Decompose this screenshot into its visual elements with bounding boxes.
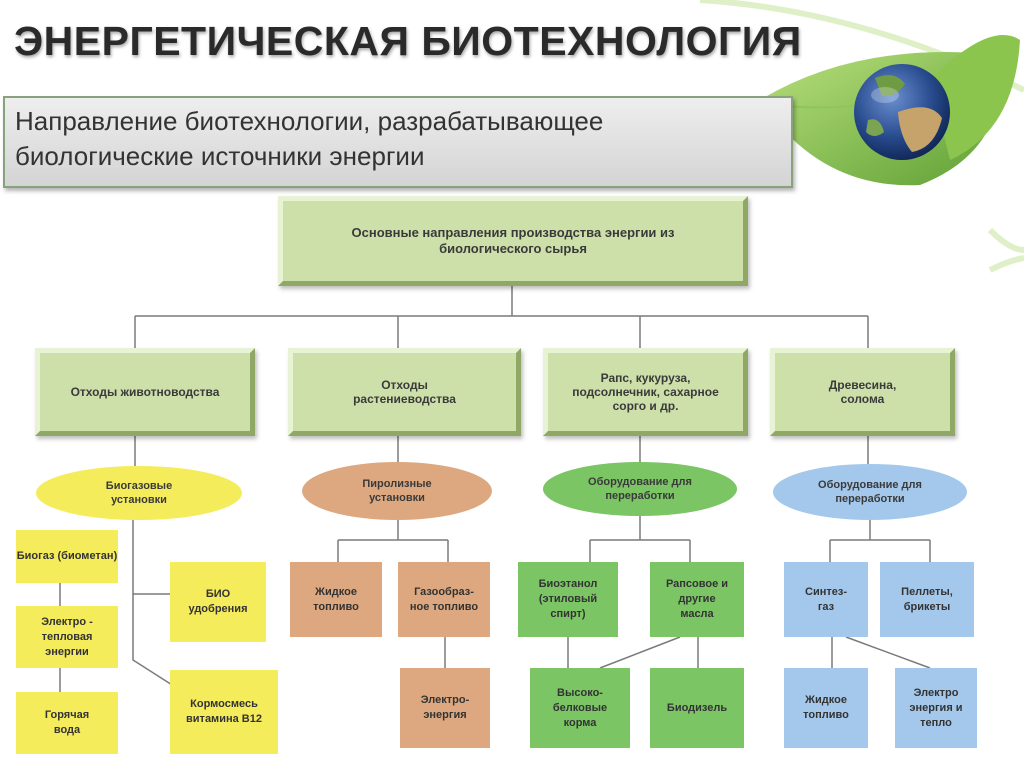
product-rapeseed-oil: Рапсовое и другие масла bbox=[650, 562, 744, 637]
method-processing-equipment: Оборудование для переработки bbox=[543, 462, 737, 516]
source-crop-waste: Отходы растениеводства bbox=[288, 348, 521, 436]
page-title: ЭНЕРГЕТИЧЕСКАЯ БИОТЕХНОЛОГИЯ bbox=[14, 18, 802, 64]
product-hot-water: Горячая вода bbox=[16, 692, 118, 754]
method-processing-equipment: Оборудование для переработки bbox=[773, 464, 967, 520]
subtitle-line: Направление биотехнологии, разрабатывающ… bbox=[15, 106, 604, 136]
product-biogas: Биогаз (биометан) bbox=[16, 530, 118, 583]
source-animal-waste: Отходы животноводства bbox=[35, 348, 255, 436]
connector-lines bbox=[59, 286, 931, 692]
globe-on-leaf-icon bbox=[760, 35, 1020, 186]
product-protein-feed: Высоко- белковые корма bbox=[530, 668, 630, 748]
method-pyrolysis-plants: Пиролизные установки bbox=[302, 462, 492, 520]
product-liquid-fuel-wood: Жидкое топливо bbox=[784, 668, 868, 748]
product-syngas: Синтез- газ bbox=[784, 562, 868, 637]
root-node: Основные направления производства энерги… bbox=[278, 196, 748, 286]
source-energy-crops: Рапс, кукуруза, подсолнечник, сахарное с… bbox=[543, 348, 748, 436]
product-biodiesel: Биодизель bbox=[650, 668, 744, 748]
product-liquid-fuel: Жидкое топливо bbox=[290, 562, 382, 637]
subtitle-line: биологические источники энергии bbox=[15, 141, 425, 171]
subtitle-box: Направление биотехнологии, разрабатывающ… bbox=[3, 96, 793, 188]
method-biogas-plants: Биогазовые установки bbox=[36, 466, 242, 520]
product-gaseous-fuel: Газообраз- ное топливо bbox=[398, 562, 490, 637]
product-electro-heat: Электро - тепловая энергии bbox=[16, 606, 118, 668]
product-electro-energy: Электро- энергия bbox=[400, 668, 490, 748]
product-bio-fertilizer: БИО удобрения bbox=[170, 562, 266, 642]
product-pellets: Пеллеты, брикеты bbox=[880, 562, 974, 637]
subtitle: Направление биотехнологии, разрабатывающ… bbox=[15, 104, 785, 174]
product-electro-heat-wood: Электро энергия и тепло bbox=[895, 668, 977, 748]
source-wood-straw: Древесина, солома bbox=[770, 348, 955, 436]
product-feed-mix: Кормосмесь витамина В12 bbox=[170, 670, 278, 754]
product-bioethanol: Биоэтанол (этиловый спирт) bbox=[518, 562, 618, 637]
